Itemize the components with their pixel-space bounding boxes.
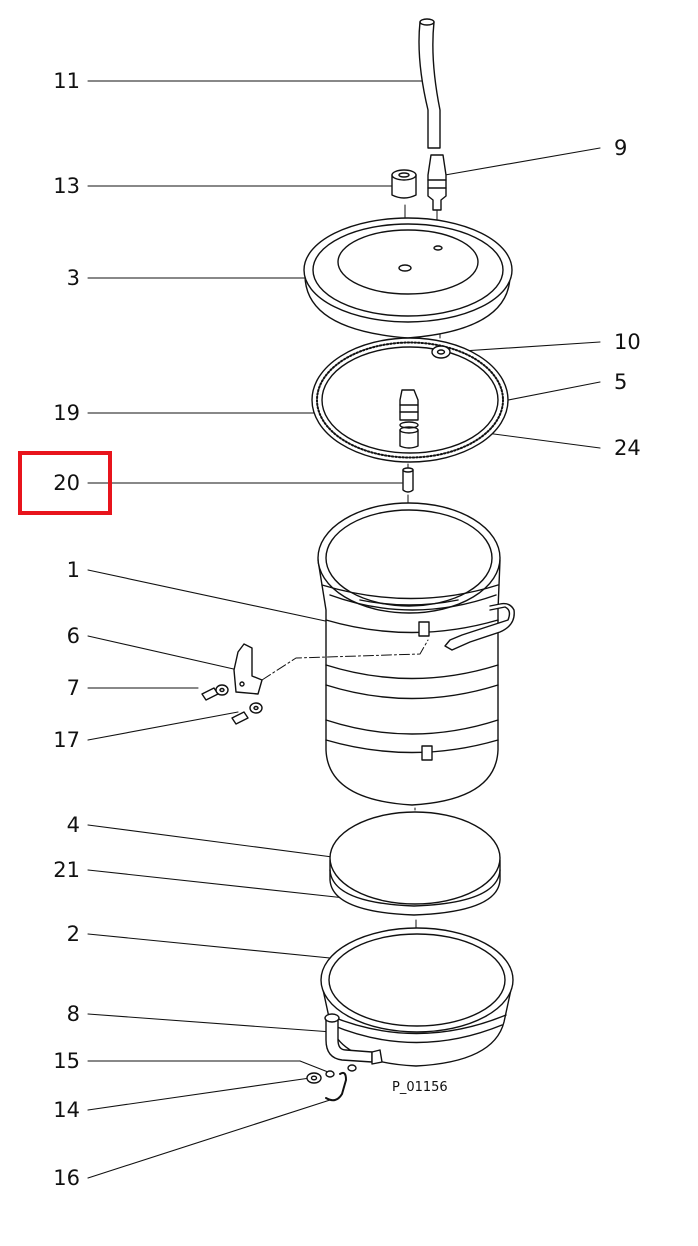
callout-1: 1	[66, 558, 80, 582]
leader-lines	[87, 80, 601, 1179]
hose-part-11	[418, 18, 441, 149]
callout-3: 3	[66, 266, 80, 290]
callout-15: 15	[53, 1049, 80, 1073]
callout-2: 2	[66, 922, 80, 946]
callout-7: 7	[66, 676, 80, 700]
screw-part-17	[231, 702, 263, 725]
fitting-part-19	[399, 389, 419, 449]
highlight-box-part-20	[18, 451, 112, 515]
bracket-part-6	[233, 643, 263, 695]
callout-19: 19	[53, 401, 80, 425]
filter-disc-part-4	[329, 811, 501, 916]
callout-5: 5	[614, 370, 628, 394]
callout-14: 14	[53, 1098, 80, 1122]
lid-part-3	[303, 217, 513, 339]
tube-part-20	[402, 467, 414, 493]
callout-17: 17	[53, 728, 80, 752]
callout-4: 4	[66, 813, 80, 837]
cap-part-13	[391, 169, 417, 199]
callout-11: 11	[53, 69, 80, 93]
nut-part-15	[325, 1064, 357, 1078]
callout-20: 20	[53, 471, 80, 495]
tray-part-2	[320, 927, 514, 1067]
connector-part-9	[427, 154, 447, 211]
callout-21: 21	[53, 858, 80, 882]
callout-16: 16	[53, 1166, 80, 1190]
callout-10: 10	[614, 330, 641, 354]
washer-part-14	[306, 1072, 322, 1084]
drum-part-1	[317, 502, 515, 806]
callout-6: 6	[66, 624, 80, 648]
elbow-part-8	[324, 1013, 383, 1065]
nut-part-10	[431, 345, 451, 359]
callout-8: 8	[66, 1002, 80, 1026]
figure-id: P_01156	[392, 1080, 448, 1095]
callout-24: 24	[614, 436, 641, 460]
hook-part-16	[325, 1071, 347, 1102]
callout-13: 13	[53, 174, 80, 198]
screw-part-7	[201, 684, 229, 701]
callout-9: 9	[614, 136, 628, 160]
